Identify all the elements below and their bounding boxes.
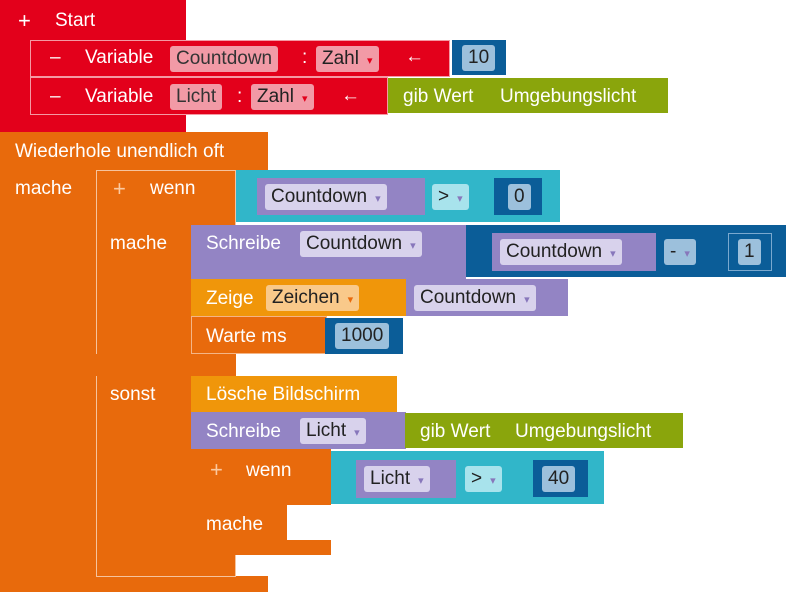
show-label: Zeige [206, 288, 254, 309]
loop-side [0, 170, 96, 580]
type-value: Zahl [257, 86, 294, 107]
operator-value: - [670, 241, 677, 262]
dropdown-arrow-icon: ▾ [610, 248, 616, 260]
sensor-name[interactable]: Umgebungslicht [500, 86, 637, 107]
show-type-value: Zeichen [272, 287, 340, 308]
operator-dropdown[interactable]: >▾ [432, 184, 469, 210]
variable-label: Variable [85, 47, 154, 68]
clear-screen-block[interactable] [191, 376, 397, 412]
if-do-label: mache [206, 514, 264, 535]
number-field[interactable]: 40 [542, 466, 576, 492]
if-else-side [96, 225, 191, 577]
if-plus-icon[interactable]: + [113, 176, 126, 201]
variable-name-field[interactable]: Licht [170, 84, 223, 110]
if-else-bottom [96, 555, 236, 577]
variable-value: Countdown [506, 241, 603, 262]
number-field[interactable]: 1 [738, 239, 761, 265]
dropdown-arrow-icon: ▾ [375, 193, 381, 205]
variable-dropdown[interactable]: Countdown ▾ [265, 184, 387, 210]
sensor-value-block[interactable] [405, 413, 683, 448]
separator: : [237, 86, 243, 107]
if-else-gap [96, 354, 236, 376]
write-label: Schreibe [206, 421, 281, 442]
wait-block[interactable] [191, 316, 327, 354]
write-block[interactable] [191, 412, 406, 449]
loop-label: Wiederhole unendlich oft [15, 141, 225, 162]
sensor-prefix: gib Wert [403, 86, 474, 107]
type-value: Zahl [322, 48, 359, 69]
sensor-prefix: gib Wert [420, 421, 491, 442]
forever-loop-block[interactable] [0, 132, 268, 172]
dropdown-arrow-icon: ▾ [301, 93, 308, 105]
dropdown-arrow-icon: ▾ [490, 475, 496, 487]
operator-dropdown[interactable]: -▾ [664, 239, 696, 265]
type-dropdown[interactable]: Zahl ▾ [251, 84, 314, 110]
if-plus-icon[interactable]: + [210, 457, 223, 482]
wait-label: Warte ms [206, 326, 287, 347]
loop-do-label: mache [15, 178, 73, 199]
variable-value: Licht [306, 420, 347, 441]
show-type-dropdown[interactable]: Zeichen ▾ [266, 285, 360, 311]
if-label: wenn [150, 178, 196, 199]
variable-dropdown[interactable]: Countdown ▾ [414, 285, 536, 311]
dropdown-arrow-icon: ▾ [366, 55, 373, 67]
number-field[interactable]: 1000 [335, 323, 390, 349]
write-label: Schreibe [206, 233, 281, 254]
variable-dropdown[interactable]: Countdown ▾ [300, 231, 422, 257]
dropdown-arrow-icon: ▾ [684, 248, 690, 260]
if-else-block[interactable] [96, 170, 236, 226]
dropdown-arrow-icon: ▾ [524, 294, 530, 306]
dropdown-arrow-icon: ▾ [347, 294, 354, 306]
dropdown-arrow-icon: ▾ [418, 475, 424, 487]
variable-dropdown[interactable]: Countdown ▾ [500, 239, 622, 265]
variable-value: Countdown [420, 287, 517, 308]
dropdown-arrow-icon: ▾ [354, 427, 360, 439]
loop-bottom [0, 576, 268, 592]
operator-dropdown[interactable]: >▾ [465, 466, 502, 492]
if-label: wenn [246, 460, 292, 481]
dropdown-arrow-icon: ▾ [410, 240, 416, 252]
start-plus-icon[interactable]: + [18, 8, 31, 33]
inner-if-empty-slot[interactable] [287, 505, 331, 540]
assign-arrow-icon: ← [405, 46, 424, 67]
assign-arrow-icon: ← [341, 85, 360, 106]
variable-value: Licht [370, 468, 411, 489]
if-do-label: mache [110, 233, 168, 254]
variable-name-field[interactable]: Countdown [170, 46, 279, 72]
number-field[interactable]: 10 [462, 45, 496, 71]
else-label: sonst [110, 384, 156, 405]
dropdown-arrow-icon: ▾ [457, 193, 463, 205]
collapse-icon[interactable]: – [50, 47, 61, 68]
start-label: Start [55, 10, 96, 31]
variable-label: Variable [85, 86, 154, 107]
separator: : [302, 47, 308, 68]
sensor-name[interactable]: Umgebungslicht [515, 421, 652, 442]
operator-value: > [438, 186, 450, 207]
clear-label: Lösche Bildschirm [206, 384, 361, 405]
variable-dropdown[interactable]: Licht ▾ [300, 418, 366, 444]
type-dropdown[interactable]: Zahl ▾ [316, 46, 379, 72]
variable-value: Countdown [271, 186, 368, 207]
variable-value: Countdown [306, 233, 403, 254]
number-field[interactable]: 0 [508, 184, 531, 210]
sensor-value-block[interactable] [388, 78, 668, 113]
collapse-icon[interactable]: – [50, 86, 61, 107]
operator-value: > [471, 468, 483, 489]
variable-dropdown[interactable]: Licht ▾ [364, 466, 430, 492]
